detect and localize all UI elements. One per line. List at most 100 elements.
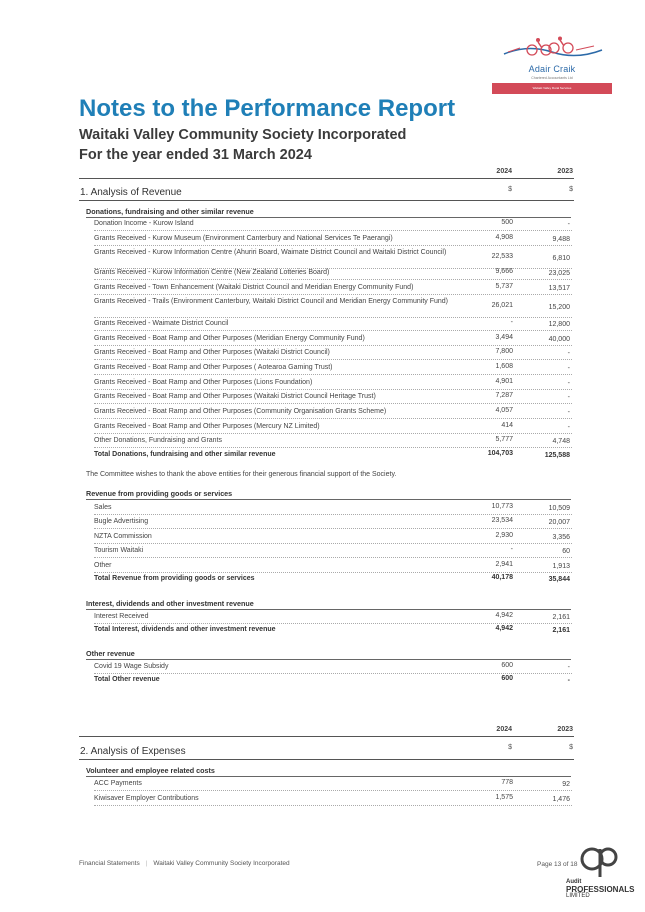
- section-rule: [79, 200, 574, 201]
- header-rule-2: [79, 736, 574, 737]
- footer-doc-name: Financial Statements: [79, 860, 140, 867]
- value-2024: 5,777: [495, 436, 513, 443]
- ap-monogram-icon: [580, 847, 618, 877]
- value-2023: 92: [562, 781, 570, 788]
- table-row: Grants Received - Trails (Environment Ca…: [94, 297, 574, 318]
- row-label: Sales: [94, 504, 112, 511]
- row-label: Other: [94, 562, 112, 569]
- value-2023: 4,748: [552, 438, 570, 445]
- currency-current-2: $: [508, 744, 512, 751]
- row-label: Grants Received - Town Enhancement (Wait…: [94, 284, 414, 291]
- row-label: Grants Received - Boat Ramp and Other Pu…: [94, 423, 320, 430]
- total-row: Total Donations, fundraising and other s…: [94, 450, 574, 459]
- value-2024: 4,942: [495, 612, 513, 619]
- value-2024: 1,608: [495, 363, 513, 370]
- row-divider: [94, 528, 572, 529]
- total-2023: 2,161: [552, 627, 570, 634]
- year-current-header-2: 2024: [496, 726, 512, 733]
- table-row: Tourism Waitaki-60: [94, 546, 574, 558]
- total-2024: 40,178: [491, 574, 513, 581]
- group-heading-interest: Interest, dividends and other investment…: [86, 599, 571, 610]
- table-row: Interest Received 4,942 2,161: [94, 612, 574, 624]
- header-rule: [79, 178, 574, 179]
- value-2024: 3,494: [495, 334, 513, 341]
- auditor-logo: Audit PROFESSIONALS LIMITED: [566, 845, 634, 899]
- value-2024: 4,901: [495, 378, 513, 385]
- auditor-line2: PROFESSIONALS: [566, 885, 635, 894]
- row-divider: [94, 403, 572, 404]
- total-2024: 104,703: [487, 450, 513, 457]
- group-heading-donations: Donations, fundraising and other similar…: [86, 207, 571, 218]
- thanks-note: The Committee wishes to thank the above …: [86, 471, 397, 478]
- value-2023: 9,488: [552, 236, 570, 243]
- currency-prior: $: [569, 186, 573, 193]
- value-2023: 23,025: [548, 270, 570, 277]
- year-prior-header: 2023: [557, 168, 573, 175]
- row-label: ACC Payments: [94, 780, 142, 787]
- table-row: Grants Received - Boat Ramp and Other Pu…: [94, 348, 574, 360]
- value-2024: -: [510, 546, 513, 553]
- value-2024: 600: [501, 662, 513, 669]
- row-divider: [94, 790, 572, 791]
- table-row: Grants Received - Boat Ramp and Other Pu…: [94, 407, 574, 419]
- table-row: Grants Received - Kurow Information Cent…: [94, 268, 574, 280]
- value-2024: -: [510, 319, 513, 326]
- row-label: Grants Received - Kurow Information Cent…: [94, 269, 330, 276]
- value-2023: 6,810: [552, 255, 570, 262]
- value-2024: 4,057: [495, 407, 513, 414]
- row-divider: [94, 418, 572, 419]
- value-2024: 500: [501, 219, 513, 226]
- value-2023: 10,509: [548, 505, 570, 512]
- row-label: Grants Received - Boat Ramp and Other Pu…: [94, 379, 313, 386]
- total-label: Total Interest, dividends and other inve…: [94, 626, 276, 633]
- row-label: Interest Received: [94, 613, 149, 620]
- row-divider: [94, 345, 572, 346]
- value-2024: 9,666: [495, 268, 513, 275]
- total-row: Total Interest, dividends and other inve…: [94, 625, 574, 634]
- value-2023: -: [567, 380, 570, 387]
- value-2024: 7,800: [495, 348, 513, 355]
- total-2023: 125,588: [544, 452, 570, 459]
- row-divider: [94, 623, 572, 624]
- row-divider: [94, 294, 572, 295]
- value-2023: 15,200: [548, 304, 570, 311]
- value-2023: 2,161: [552, 614, 570, 621]
- row-label: Grants Received - Kurow Museum (Environm…: [94, 235, 393, 242]
- row-divider: [94, 230, 572, 231]
- value-2023: -: [567, 664, 570, 671]
- row-divider: [94, 374, 572, 375]
- value-2023: 40,000: [548, 336, 570, 343]
- row-label: Grants Received - Waimate District Counc…: [94, 320, 229, 327]
- table-row: Grants Received - Waimate District Counc…: [94, 319, 574, 331]
- row-divider: [94, 543, 572, 544]
- value-2024: 1,575: [495, 794, 513, 801]
- value-2023: 1,913: [552, 563, 570, 570]
- group-heading-goods: Revenue from providing goods or services: [86, 489, 571, 500]
- cyclists-icon: [503, 36, 603, 57]
- section-heading-expenses: 2. Analysis of Expenses: [80, 746, 186, 757]
- row-divider: [94, 245, 572, 246]
- group-heading-volunteer: Volunteer and employee related costs: [86, 766, 571, 777]
- table-row: Grants Received - Boat Ramp and Other Pu…: [94, 363, 574, 375]
- group-heading-other: Other revenue: [86, 649, 571, 660]
- row-label: Kiwisaver Employer Contributions: [94, 795, 199, 802]
- row-divider: [94, 572, 572, 573]
- total-label: Total Revenue from providing goods or se…: [94, 575, 255, 582]
- row-divider: [94, 673, 572, 674]
- row-divider: [94, 557, 572, 558]
- currency-prior-2: $: [569, 744, 573, 751]
- row-label: Tourism Waitaki: [94, 547, 144, 554]
- row-label: Grants Received - Boat Ramp and Other Pu…: [94, 349, 330, 356]
- table-row: Grants Received - Boat Ramp and Other Pu…: [94, 378, 574, 390]
- firm-logo: Adair Craik Chartered Accountants Ltd Wa…: [490, 36, 614, 94]
- value-2024: 2,930: [495, 532, 513, 539]
- auditor-line1: Audit: [566, 879, 582, 885]
- total-label: Total Other revenue: [94, 676, 160, 683]
- row-divider: [94, 268, 572, 269]
- value-2024: 26,021: [491, 302, 513, 309]
- firm-subtitle: Chartered Accountants Ltd: [531, 76, 573, 80]
